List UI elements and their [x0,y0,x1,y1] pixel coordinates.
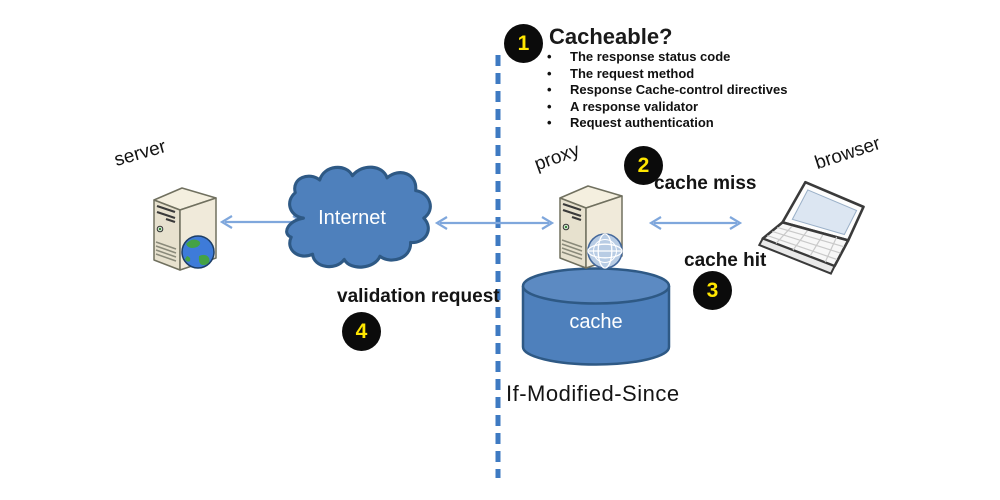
browser-icon [757,180,865,275]
cacheable-criterion: A response validator [543,99,787,116]
step-3-number: 3 [706,278,719,302]
if-modified-since-annotation: If-Modified-Since [506,381,680,406]
globe-icon [181,235,215,269]
step-4-badge: 4 [342,312,381,351]
step-1-badge: 1 [504,24,543,63]
cacheable-title: Cacheable? [549,24,673,49]
cache-cylinder-shape [521,267,671,366]
cacheable-criterion: Response Cache-control directives [543,82,787,99]
step-4-number: 4 [355,319,368,343]
cacheable-criterion: The response status code [543,49,787,66]
cache-label: cache [569,311,623,333]
step-2-number: 2 [637,153,650,177]
server-icon [153,187,217,271]
step-3-badge: 3 [693,271,732,310]
validation-request-annotation: validation request [337,286,500,307]
internet-cloud-shape [285,165,432,269]
cacheable-criterion: Request authentication [543,115,787,132]
internet-proxy-arrow [434,216,555,230]
network-globe-icon [587,233,623,269]
cache-hit-annotation: cache hit [684,250,767,271]
step-2-badge: 2 [624,146,663,185]
cache-miss-annotation: cache miss [654,173,757,194]
internet-label: Internet [318,207,386,229]
cacheable-criteria-list: The response status code The request met… [543,49,787,132]
proxy-browser-arrow [648,216,743,230]
proxy-icon [559,185,623,269]
cacheable-criterion: The request method [543,66,787,83]
step-1-number: 1 [517,31,530,55]
